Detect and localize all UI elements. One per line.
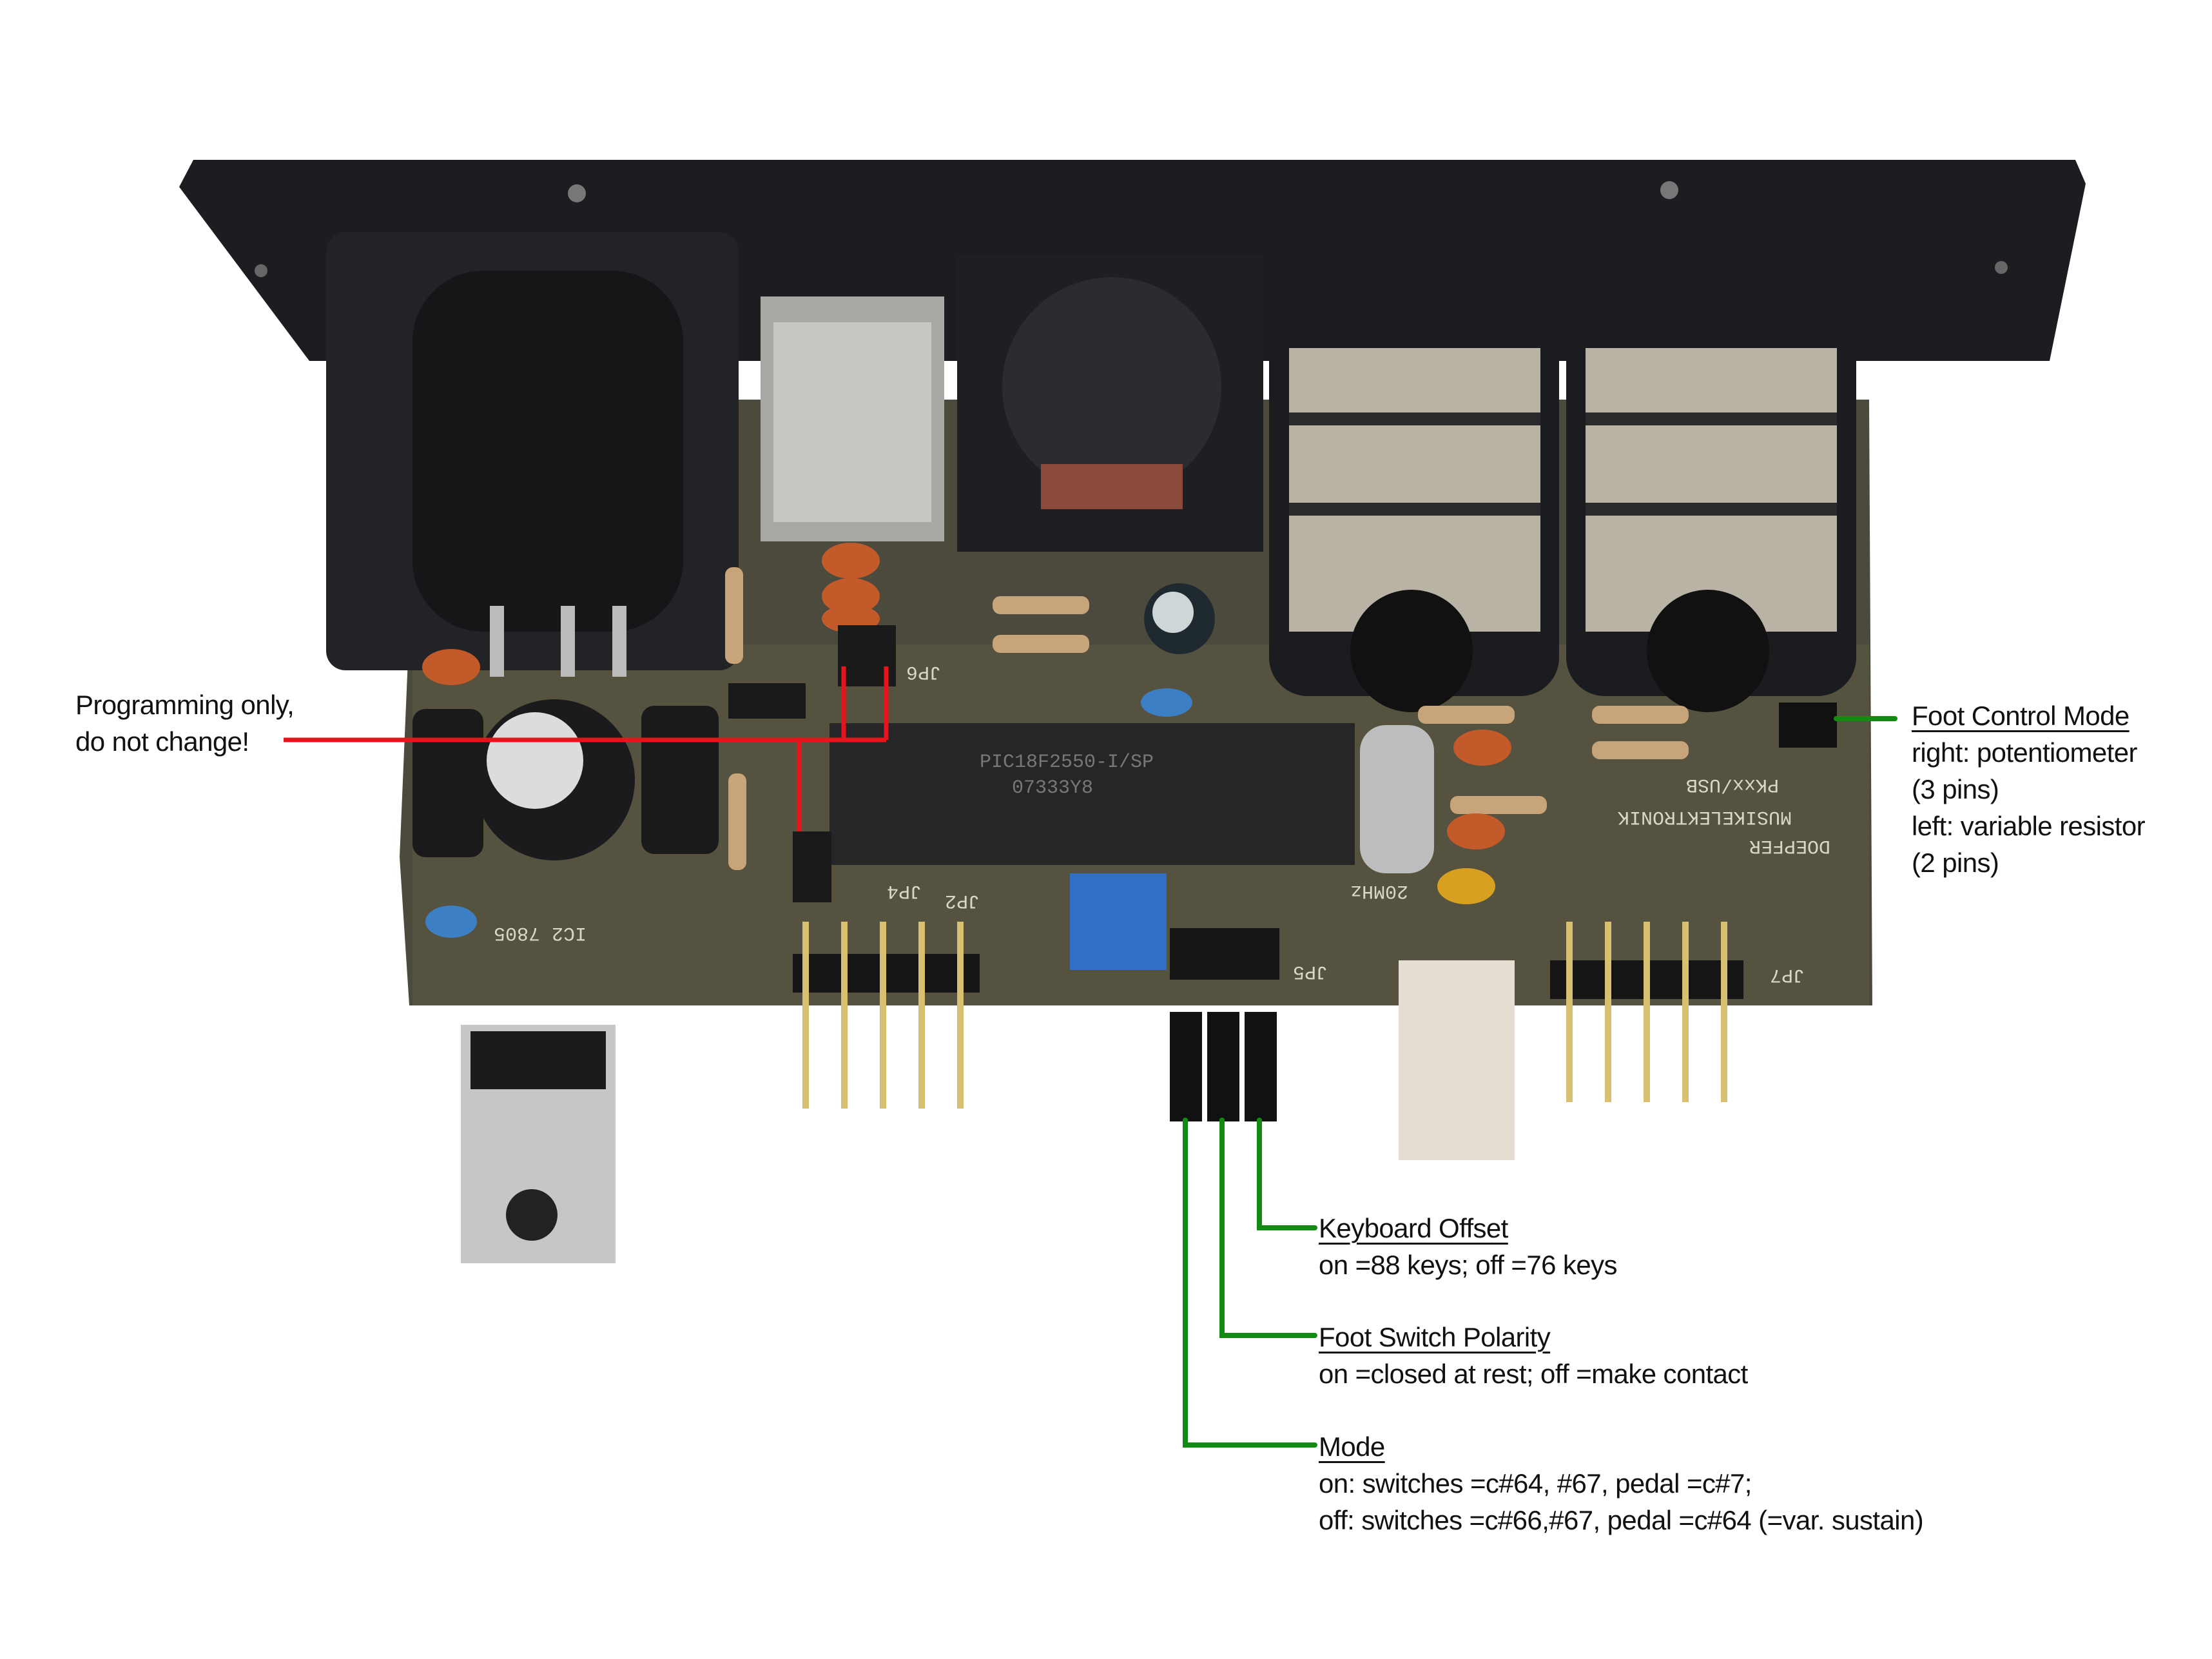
jumper-pointer-lines — [1183, 716, 1897, 1448]
maker-label: DOEPFER — [1749, 835, 1830, 857]
foot-control-mode-jumper — [1779, 703, 1837, 748]
jp2-label: JP2 — [945, 889, 980, 911]
mode-title: Mode — [1319, 1431, 1385, 1462]
ceramic-capacitor — [822, 578, 880, 614]
ic2-label: IC2 7805 — [494, 922, 587, 944]
jp8-header — [728, 683, 806, 719]
panel-screw-hole — [255, 264, 267, 277]
foot-switch-polarity-note: Foot Switch Polarity on =closed at rest;… — [1319, 1319, 1748, 1392]
model-label: PKxx/USB — [1686, 773, 1779, 795]
crystal — [1360, 725, 1434, 873]
foot-control-connector — [1399, 960, 1515, 1160]
note-line: (2 pins) — [1912, 848, 1999, 878]
jp5-label: JP5 — [1293, 960, 1328, 982]
note-line: (3 pins) — [1912, 774, 1999, 804]
programming-note-line: Programming only, — [75, 690, 295, 720]
trimmer-potentiometer — [1070, 873, 1167, 970]
capacitor — [425, 906, 477, 938]
capacitor — [1437, 868, 1495, 904]
choke — [641, 706, 719, 854]
jack-socket-right — [1566, 284, 1856, 712]
keyboard-offset-note: Keyboard Offset on =88 keys; off =76 key… — [1319, 1210, 1617, 1283]
ceramic-capacitor — [1453, 730, 1511, 766]
chip-code-label: 07333Y8 — [1012, 777, 1093, 799]
panel-screw-hole — [568, 184, 586, 202]
ceramic-capacitor — [1447, 813, 1505, 849]
programming-note-line: do not change! — [75, 726, 249, 757]
resistor — [1592, 706, 1689, 724]
ceramic-capacitor — [422, 649, 480, 685]
resistor — [728, 773, 746, 870]
capacitor — [1141, 688, 1192, 717]
jp5-jumpers — [1170, 928, 1279, 1121]
note-line: on =closed at rest; off =make contact — [1319, 1359, 1748, 1389]
note-line: on: switches =c#64, #67, pedal =c#7; — [1319, 1468, 1752, 1499]
panel-screw-hole — [1660, 181, 1678, 199]
programming-pointer-lines — [284, 666, 889, 831]
crystal-label: 20MHz — [1350, 880, 1408, 902]
resistor — [1592, 741, 1689, 759]
keyboard-offset-title: Keyboard Offset — [1319, 1213, 1508, 1243]
jp4-label: JP4 — [887, 880, 922, 902]
microcontroller-chip — [830, 723, 1355, 865]
note-line: on =88 keys; off =76 keys — [1319, 1250, 1617, 1280]
jp7-pin-header — [1550, 922, 1743, 1102]
foot-control-mode-note: Foot Control Mode right: potentiometer (… — [1912, 697, 2146, 881]
resistor — [1418, 706, 1515, 724]
foot-switch-polarity-title: Foot Switch Polarity — [1319, 1322, 1551, 1352]
ceramic-capacitor — [822, 543, 880, 579]
maker2-label: MUSIKELEKTRONIK — [1618, 806, 1792, 828]
programming-note: Programming only, do not change! — [75, 686, 295, 760]
note-line: right: potentiometer — [1912, 737, 2137, 768]
resistor — [993, 635, 1089, 653]
jp2-pin-header — [793, 922, 980, 1109]
resistor — [1450, 796, 1547, 814]
jp-jumper-small — [793, 831, 831, 902]
jp6-label: JP6 — [906, 661, 941, 683]
note-line: left: variable resistor — [1912, 811, 2146, 841]
resistor — [725, 567, 743, 664]
foot-control-mode-title: Foot Control Mode — [1912, 701, 2130, 731]
choke — [412, 709, 483, 857]
mode-note: Mode on: switches =c#64, #67, pedal =c#7… — [1319, 1428, 1924, 1538]
panel-screw-hole — [1995, 261, 2008, 274]
jp7-label: JP7 — [1770, 964, 1805, 985]
jack-socket-left — [1269, 284, 1559, 712]
note-line: off: switches =c#66,#67, pedal =c#64 (=v… — [1319, 1505, 1924, 1535]
chip-label: PIC18F2550-I/SP — [980, 752, 1154, 773]
resistor — [993, 596, 1089, 614]
